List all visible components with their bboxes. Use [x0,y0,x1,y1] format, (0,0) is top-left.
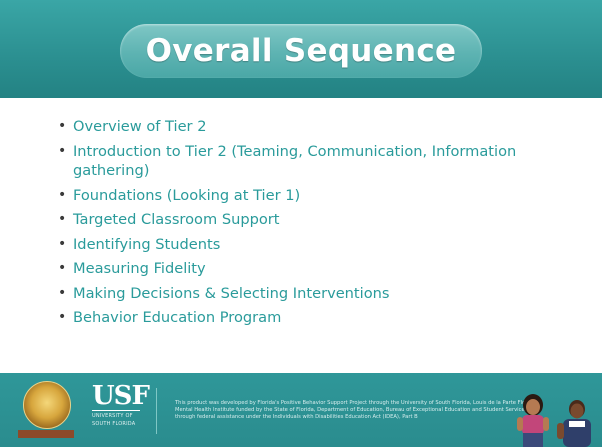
seal-ribbon [18,430,74,438]
slide-title: Overall Sequence [145,33,457,69]
bullet-item: • Making Decisions & Selecting Interventi… [58,284,568,304]
usf-logo-line1: UNIVERSITY OF [92,413,133,419]
bullet-text: Foundations (Looking at Tier 1) [73,186,301,204]
girl-illustration-icon [517,394,549,447]
footer-credit-text: This product was developed by Florida's … [175,400,536,420]
bullet-glyph: • [58,284,67,301]
bullet-text: Identifying Students [73,235,221,253]
bullet-list: • Overview of Tier 2 • Introduction to Tie… [58,117,568,333]
florida-seal-icon [23,381,71,429]
bullet-item: • Foundations (Looking at Tier 1) [58,186,568,206]
bullet-item: • Targeted Classroom Support [58,210,568,230]
title-bar: Overall Sequence [0,0,602,98]
bullet-text: Overview of Tier 2 [73,118,207,135]
title-pill: Overall Sequence [120,24,482,78]
bullet-item: • Measuring Fidelity [58,259,568,279]
bullet-glyph: • [58,186,67,203]
bullet-text: Introduction to Tier 2 (Teaming, Communi… [73,142,517,180]
bullet-item: • Behavior Education Program [58,308,568,328]
usf-logo-line2: SOUTH FLORIDA [92,421,136,427]
bullet-text: Measuring Fidelity [73,260,206,277]
boy-illustration-icon [557,400,591,447]
bullet-glyph: • [58,142,67,159]
bullet-glyph: • [58,235,67,252]
bullet-text: Targeted Classroom Support [73,211,280,228]
usf-logo: USF UNIVERSITY OF SOUTH FLORIDA [92,381,150,435]
bullet-item: • Overview of Tier 2 [58,117,568,137]
usf-logo-mark: USF [92,381,150,411]
bullet-item: • Introduction to Tier 2 (Teaming, Commun… [58,142,568,181]
bullet-text: Behavior Education Program [73,309,282,326]
bullet-glyph: • [58,260,67,276]
footer-divider [156,388,157,434]
bullet-glyph: • [58,309,67,325]
bullet-glyph: • [58,211,67,227]
bullet-item: • Identifying Students [58,235,568,255]
bullet-text: Making Decisions & Selecting Interventio… [73,284,390,302]
bullet-glyph: • [58,118,67,134]
